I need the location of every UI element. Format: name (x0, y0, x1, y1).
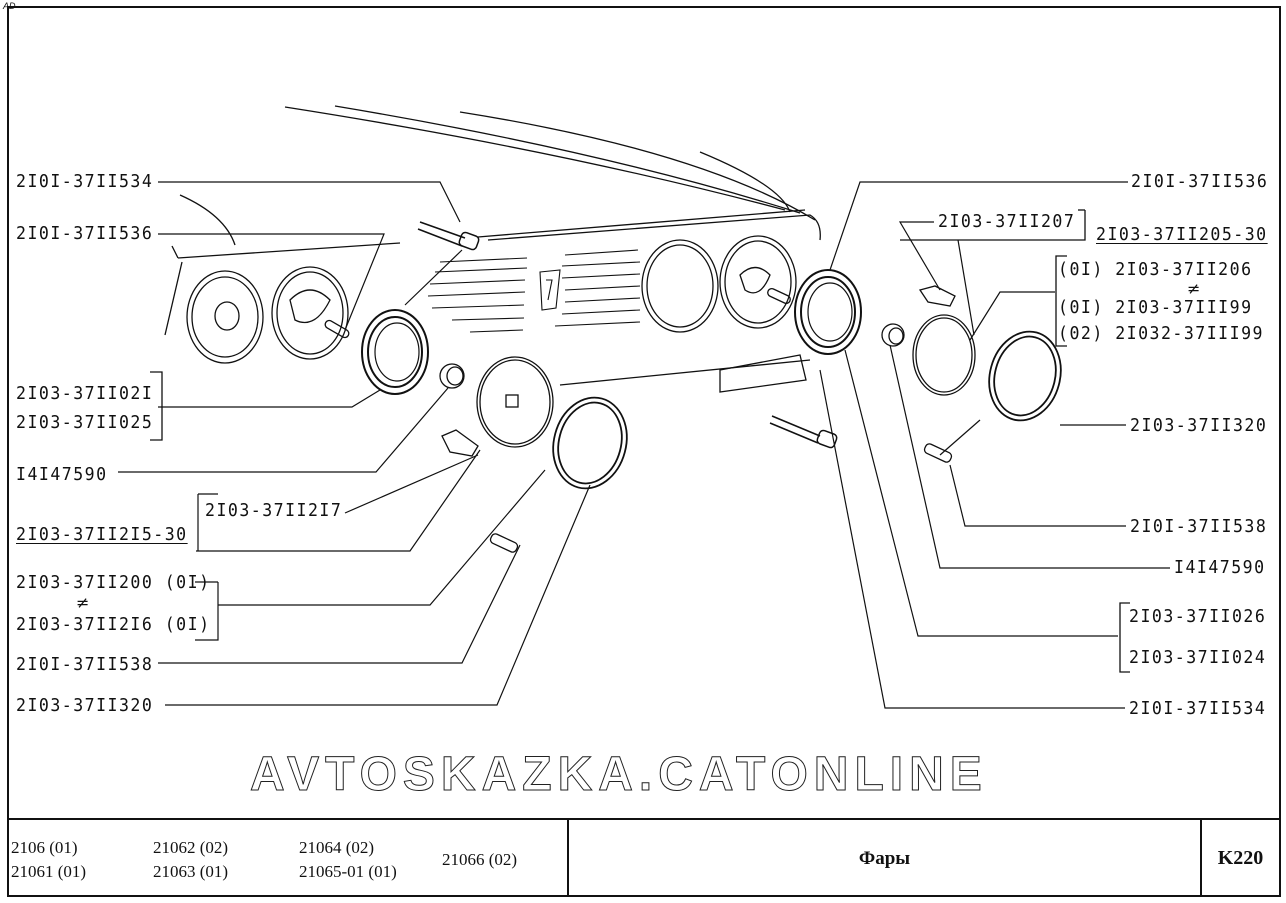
right-outer-lamp-lens (641, 239, 719, 333)
leader-lines (118, 181, 1170, 709)
left-inner-lens-unit (476, 356, 554, 448)
left-mounting-ring (361, 309, 429, 395)
callout-2103-3711025: 2I03-37II025 (16, 412, 154, 433)
callout-2103-3711206: (0I) 2I03-37II206 (1058, 259, 1253, 280)
callout-21032-3711199: (02) 2I032-37III99 (1058, 323, 1264, 344)
model-21065-01: 21065-01 (01) (299, 862, 397, 881)
watermark-text: AVTOSKAZKA.CATONLINE (250, 748, 988, 801)
model-21063: 21063 (01) (153, 862, 229, 881)
left-inner-lamp-reflector (271, 266, 350, 360)
car-front-outline (164, 105, 821, 393)
callout-2103-3711024: 2I03-37II024 (1129, 647, 1267, 668)
callout-14147590-right: I4I47590 (1174, 557, 1266, 578)
left-lower-rim (552, 396, 628, 490)
right-inner-lamp-reflector (719, 235, 797, 329)
right-mounting-ring (794, 269, 862, 355)
screw-bottom-left (489, 533, 519, 553)
model-21064: 21064 (02) (299, 838, 375, 857)
callout-14147590-left: I4I47590 (16, 464, 108, 485)
adjust-screw-top-left (417, 221, 480, 251)
right-inner-lens-unit (912, 314, 976, 396)
model-2106: 2106 (01) (11, 838, 78, 857)
sheet-frame (7, 6, 1281, 897)
grille-slats (427, 249, 641, 333)
adjust-screw-mid-right (769, 415, 838, 449)
callout-2103-3711320-left: 2I03-37II320 (16, 695, 154, 716)
right-outer-rim (988, 330, 1062, 422)
callout-2103-3711320-right: 2I03-37II320 (1130, 415, 1268, 436)
right-h4-bulb (918, 285, 956, 307)
left-h4-bulb (441, 429, 479, 457)
sheet-code: K220 (1217, 847, 1264, 869)
title-block: 2106 (01) 21061 (01) 21062 (02) 21063 (0… (7, 818, 1281, 897)
callout-2103-3711215-30: 2I03-37II2I5-30 (16, 524, 188, 545)
callout-2103-3711217: 2I03-37II2I7 (205, 500, 343, 521)
model-21066: 21066 (02) (442, 850, 518, 869)
callout-2101-3711534-right: 2I0I-37II534 (1129, 698, 1267, 719)
callout-2103-3711205-30: 2I03-37II205-30 (1096, 224, 1268, 245)
callout-2101-3711536-left: 2I0I-37II536 (16, 223, 154, 244)
left-bulb (439, 363, 465, 389)
callout-2103-3711026: 2I03-37II026 (1129, 606, 1267, 627)
right-bulb (881, 323, 905, 347)
left-outer-lamp-lens (186, 270, 264, 364)
not-equal-mark-left: ≠ (76, 593, 90, 612)
brackets (150, 209, 1130, 673)
sheet-title: Фары (858, 847, 911, 869)
callout-2103-3711021: 2I03-37II02I (16, 383, 154, 404)
callout-2103-3711199: (0I) 2I03-37III99 (1058, 297, 1253, 318)
watermark: AVTOSKAZKA.CATONLINE (250, 748, 988, 802)
model-21061: 21061 (01) (11, 862, 87, 881)
model-applicability: 2106 (01) 21061 (01) 21062 (02) 21063 (0… (7, 820, 567, 897)
callout-2103-3711200: 2I03-37II200 (0I) (16, 572, 211, 593)
callout-2101-3711534-left: 2I0I-37II534 (16, 171, 154, 192)
model-21062: 21062 (02) (153, 838, 229, 857)
callout-2101-3711536-right: 2I0I-37II536 (1131, 171, 1269, 192)
callout-2101-3711538-left: 2I0I-37II538 (16, 654, 154, 675)
callout-2103-3711216: 2I03-37II2I6 (0I) (16, 614, 211, 635)
callout-2101-3711538-right: 2I0I-37II538 (1130, 516, 1268, 537)
screw-right (923, 443, 953, 463)
sheet-code-cell: K220 (1200, 820, 1279, 897)
not-equal-mark-right: ≠ (1187, 279, 1201, 298)
callout-2103-3711207: 2I03-37II207 (938, 211, 1076, 232)
sheet-title-cell: Фары (567, 820, 1200, 897)
